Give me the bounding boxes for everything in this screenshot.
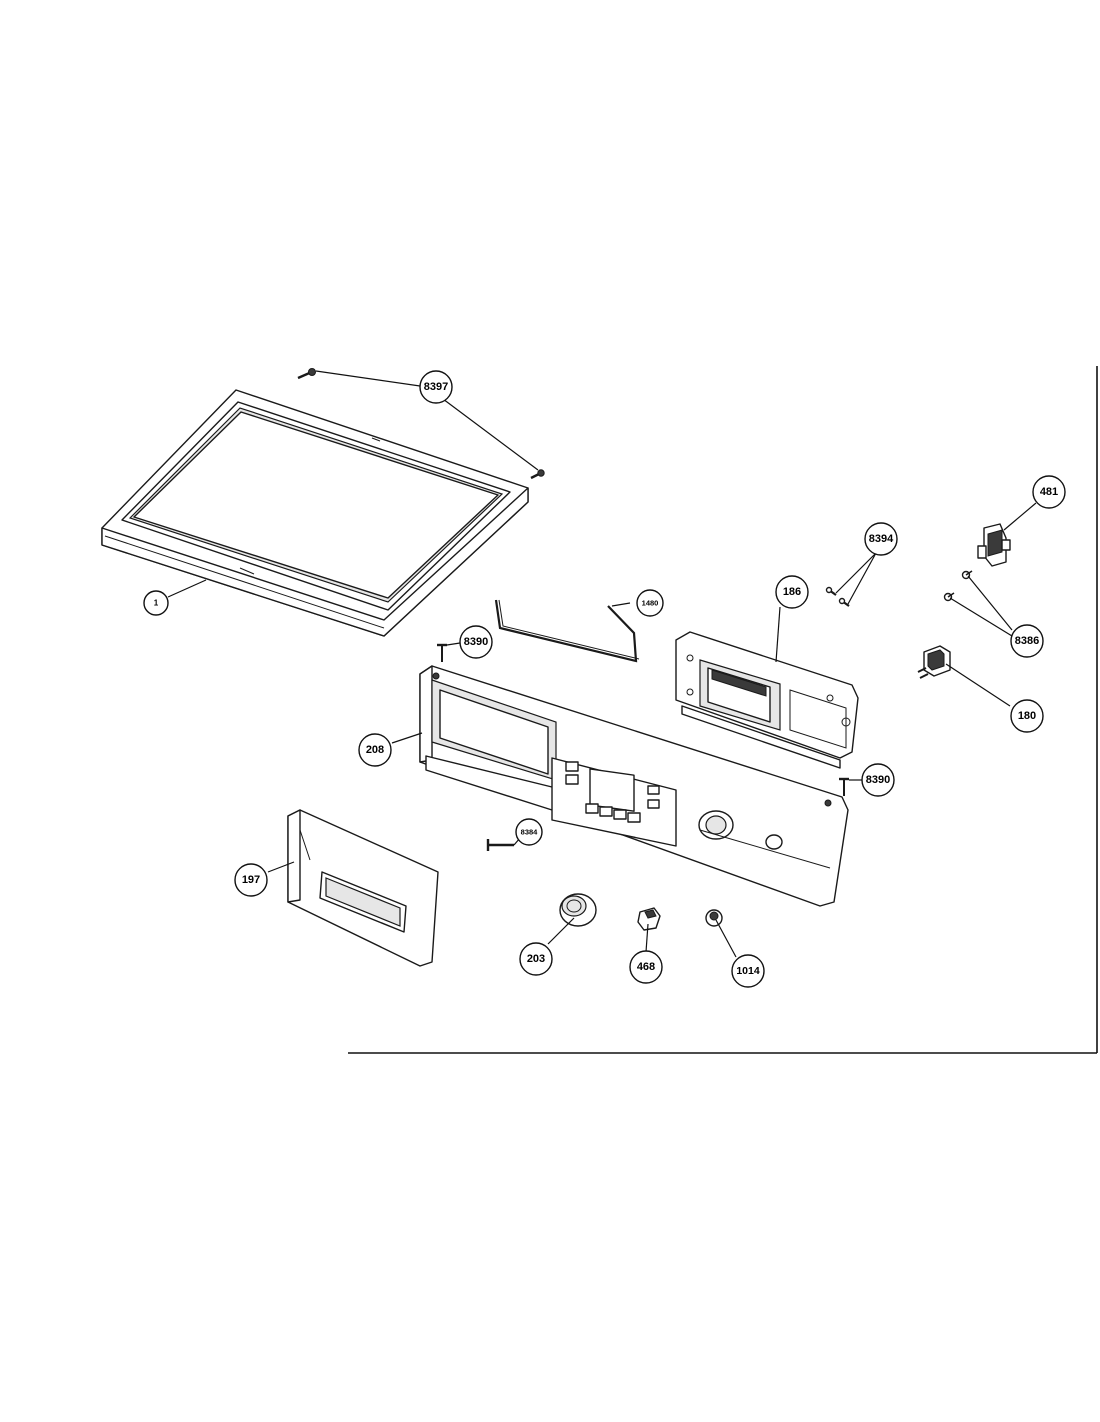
callout-208: 208 <box>358 733 392 767</box>
svg-text:180: 180 <box>1018 710 1036 722</box>
svg-text:1: 1 <box>154 599 159 608</box>
leader-lines <box>167 370 1037 958</box>
screw-8394-a <box>825 586 837 596</box>
callout-1: 1 <box>143 590 169 616</box>
svg-text:197: 197 <box>242 874 260 886</box>
screw-8384 <box>486 839 514 851</box>
power-switch-180-part <box>917 645 951 679</box>
screw-8397-right <box>530 469 545 480</box>
diagram-frame <box>348 366 1098 1054</box>
svg-text:8397: 8397 <box>424 381 448 393</box>
callout-180: 180 <box>1010 699 1044 733</box>
screw-8390-right <box>839 777 849 796</box>
callout-1014: 1014 <box>731 954 765 988</box>
callout-197: 197 <box>234 863 268 897</box>
svg-text:186: 186 <box>783 586 801 598</box>
svg-text:8394: 8394 <box>869 533 894 545</box>
callout-203: 203 <box>519 942 553 976</box>
callout-8384: 8384 <box>515 818 543 846</box>
callout-8390-top: 8390 <box>459 625 493 659</box>
control-panel-fascia-part <box>419 665 849 907</box>
screw-8397-left <box>297 368 316 380</box>
rod-1480-part <box>494 599 640 663</box>
svg-text:8386: 8386 <box>1015 635 1039 647</box>
electronic-board-186-part <box>675 631 859 769</box>
svg-text:208: 208 <box>366 744 384 756</box>
callout-8386: 8386 <box>1010 624 1044 658</box>
callout-481: 481 <box>1032 475 1066 509</box>
svg-text:203: 203 <box>527 953 545 965</box>
svg-text:481: 481 <box>1040 486 1058 498</box>
callout-8390-bottom: 8390 <box>861 763 895 797</box>
screw-8386-a <box>961 570 973 580</box>
callout-468: 468 <box>629 950 663 984</box>
svg-text:1480: 1480 <box>642 599 659 608</box>
callout-8394: 8394 <box>864 522 898 556</box>
top-lid-part <box>101 389 529 637</box>
callout-186: 186 <box>775 575 809 609</box>
svg-text:1014: 1014 <box>736 965 760 977</box>
svg-text:8384: 8384 <box>521 828 539 837</box>
svg-text:8390: 8390 <box>866 774 890 786</box>
screw-8390-left <box>437 643 447 662</box>
svg-text:8390: 8390 <box>464 636 488 648</box>
svg-text:468: 468 <box>637 961 655 973</box>
selector-switch-481-part <box>977 523 1011 567</box>
drawer-front-197-part <box>287 809 439 967</box>
knob-203-part <box>559 893 597 927</box>
screw-8394-b <box>838 597 850 607</box>
button-468-part <box>637 907 661 931</box>
callout-8397: 8397 <box>419 370 453 404</box>
small-knob-1014-part <box>705 909 723 927</box>
screw-8386-b <box>943 592 955 602</box>
callout-1480: 1480 <box>636 589 664 617</box>
